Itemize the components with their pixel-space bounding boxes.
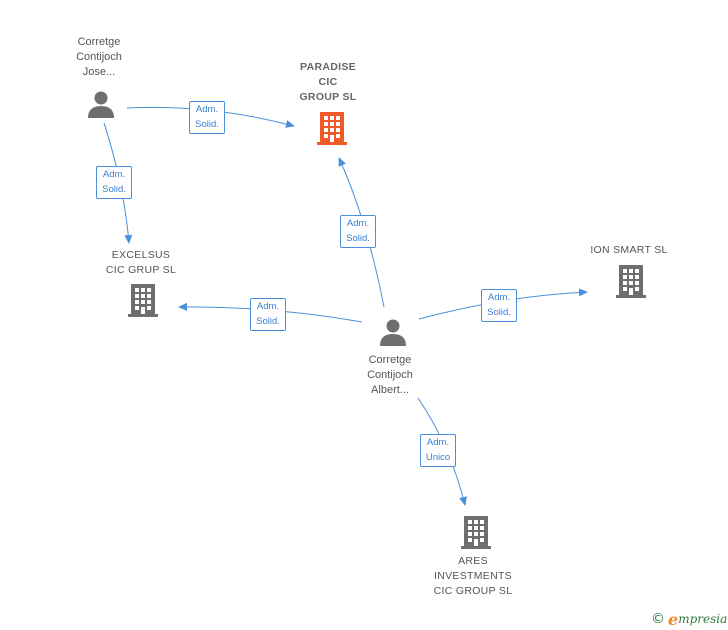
node-label-line: ION SMART SL [590, 244, 668, 256]
edge-label-line: Solid. [256, 316, 280, 327]
node-label-line: Contijoch [367, 369, 413, 381]
edge-label-line: Solid. [346, 233, 370, 244]
edge-label-albert-excelsus[interactable]: Adm. Solid. [250, 298, 286, 331]
node-label-line: PARADISE [300, 61, 356, 73]
building-icon[interactable] [126, 282, 160, 318]
building-icon-highlight[interactable] [315, 110, 349, 146]
node-label-line: Albert... [371, 384, 409, 396]
edge-label-line: Adm. [426, 437, 450, 448]
node-label-line: Corretge [368, 354, 412, 366]
node-label-line: Corretge [77, 36, 121, 48]
node-label-line: CIC [318, 76, 338, 88]
edge-label-jose-excelsus[interactable]: Adm. Solid. [96, 166, 132, 199]
node-label-person-albert: Corretge Contijoch Albert... [330, 353, 450, 398]
edge-label-albert-paradise[interactable]: Adm. Solid. [340, 215, 376, 248]
edge-label-line: Unico [425, 452, 451, 463]
edge-label-jose-paradise[interactable]: Adm. Solid. [189, 101, 225, 134]
node-label-line: ARES [458, 555, 488, 567]
edge-label-albert-ares[interactable]: Adm. Unico [420, 434, 456, 467]
edge-label-line: Adm. [256, 301, 280, 312]
building-icon[interactable] [614, 263, 648, 299]
brand-logo: © e mpresia [651, 608, 727, 630]
building-icon[interactable] [459, 514, 493, 550]
edge-label-line: Solid. [102, 184, 126, 195]
edge-label-albert-ion-smart[interactable]: Adm. Solid. [481, 289, 517, 322]
copyright-icon: © [651, 611, 665, 627]
node-label-line: CIC GROUP SL [433, 585, 513, 597]
node-label-line: Jose... [82, 66, 116, 78]
edge-label-line: Adm. [346, 218, 370, 229]
node-label-paradise: PARADISE CIC GROUP SL [268, 60, 388, 105]
node-label-person-jose: Corretge Contijoch Jose... [39, 35, 159, 80]
node-label-ares: ARES INVESTMENTS CIC GROUP SL [413, 554, 533, 599]
person-icon[interactable] [378, 317, 408, 347]
node-label-ion-smart: ION SMART SL [569, 243, 689, 258]
node-label-excelsus: EXCELSUS CIC GRUP SL [81, 248, 201, 278]
edge-label-line: Adm. [487, 292, 511, 303]
brand-name: mpresia [678, 612, 728, 626]
node-label-line: CIC GRUP SL [105, 264, 177, 276]
node-label-line: INVESTMENTS [434, 570, 512, 582]
edge-label-line: Adm. [102, 169, 126, 180]
node-label-line: Contijoch [76, 51, 122, 63]
edge-label-line: Solid. [195, 119, 219, 130]
person-icon[interactable] [86, 89, 116, 119]
edge-label-line: Solid. [487, 307, 511, 318]
node-label-line: EXCELSUS [111, 249, 171, 261]
edge-label-line: Adm. [195, 104, 219, 115]
node-label-line: GROUP SL [299, 91, 357, 103]
brand-initial: e [668, 609, 679, 629]
